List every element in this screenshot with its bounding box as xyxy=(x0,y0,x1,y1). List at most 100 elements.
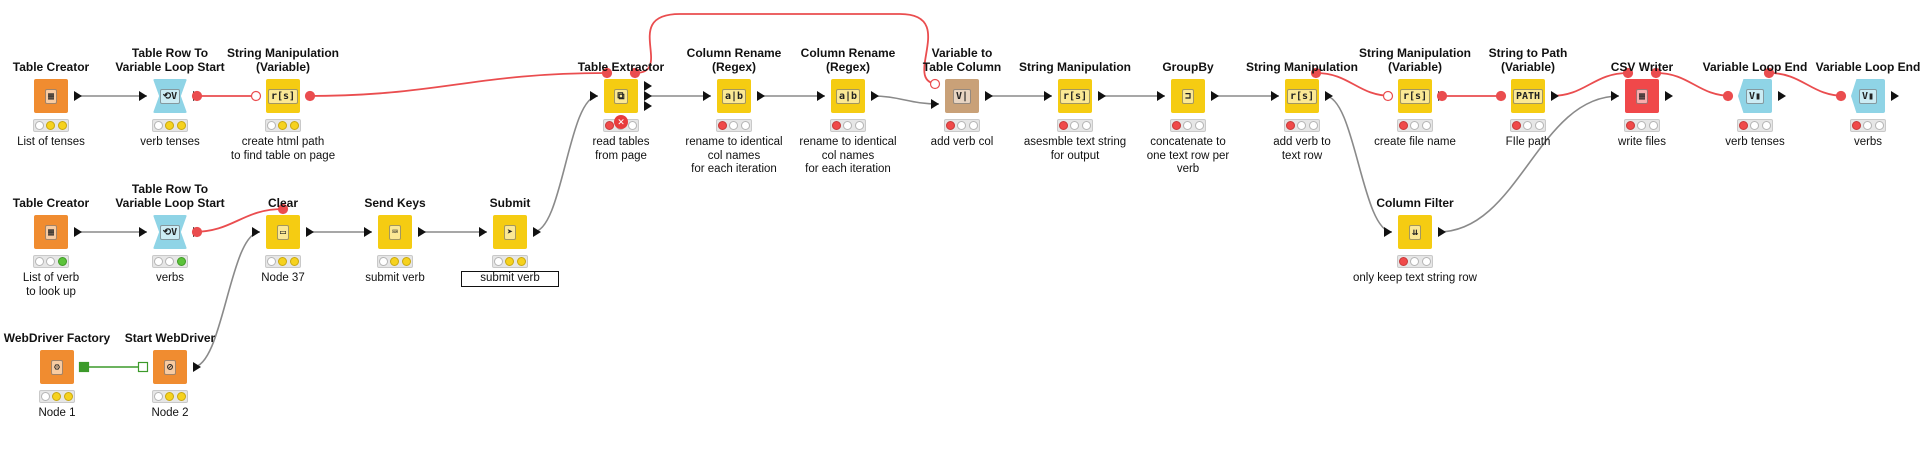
edge-loop2-clear[interactable] xyxy=(192,208,284,233)
var-out-port-loop2[interactable] xyxy=(191,226,203,238)
start-webdriver-icon[interactable]: ⊘ xyxy=(153,350,187,384)
node-submit[interactable]: Submit➤submit verb xyxy=(435,196,585,287)
node-annotation[interactable]: add verb col xyxy=(930,136,994,148)
node-annotation[interactable]: Node 2 xyxy=(151,407,189,419)
node-tex[interactable]: Table Extractor⧉✕read tables from page xyxy=(546,60,696,163)
edge-cf-csv[interactable] xyxy=(1437,95,1620,233)
out-port-submit[interactable] xyxy=(533,227,541,237)
in-port-csv[interactable] xyxy=(1611,91,1619,101)
var-in-port-s2p[interactable] xyxy=(1495,90,1507,102)
var-out-port-sm2[interactable] xyxy=(1310,67,1322,79)
out-port-tex-2[interactable] xyxy=(644,101,652,111)
var-out-port-smv2[interactable] xyxy=(1436,90,1448,102)
edge-csv-vle1[interactable] xyxy=(1655,72,1733,97)
node-annotation[interactable]: asesmble text string for output xyxy=(1023,136,1127,162)
column-filter-icon[interactable]: ⇊ xyxy=(1398,215,1432,249)
node-annotation[interactable]: write files xyxy=(1618,136,1666,148)
out-port-tex-0[interactable] xyxy=(644,81,652,91)
submit-icon[interactable]: ➤ xyxy=(493,215,527,249)
node-smv2[interactable]: String Manipulation (Variable)r[s]create… xyxy=(1340,46,1490,150)
var-in-port-clear[interactable] xyxy=(277,203,289,215)
var-in-port-vle2[interactable] xyxy=(1835,90,1847,102)
table-creator-icon[interactable]: ▦ xyxy=(34,79,68,113)
in-port-gb[interactable] xyxy=(1157,91,1165,101)
in-port-clear[interactable] xyxy=(252,227,260,237)
in-port-cr1[interactable] xyxy=(703,91,711,101)
node-annotation[interactable]: rename to identical col names for each i… xyxy=(799,136,897,175)
string-to-path-icon[interactable]: PATH xyxy=(1511,79,1545,113)
loop-start-icon[interactable]: ⟲V xyxy=(153,79,187,113)
edge-sm2-cf[interactable] xyxy=(1324,95,1393,233)
loop-start-icon[interactable]: ⟲V xyxy=(153,215,187,249)
out-port-sendkeys[interactable] xyxy=(418,227,426,237)
edge-smv1-tex[interactable] xyxy=(305,72,608,97)
node-swd[interactable]: Start WebDriver⊘Node 2 xyxy=(95,331,245,421)
var-in-port-smv1[interactable] xyxy=(250,90,262,102)
string-manipulation-variable-icon[interactable]: r[s] xyxy=(266,79,300,113)
node-annotation[interactable]: concatenate to one text row per verb xyxy=(1146,136,1230,175)
out-port-vle1[interactable] xyxy=(1778,91,1786,101)
column-rename-icon[interactable]: a|b xyxy=(717,79,751,113)
csv-writer-icon[interactable]: ▦ xyxy=(1625,79,1659,113)
var-out-port-smv1[interactable] xyxy=(304,90,316,102)
out-port-tc2[interactable] xyxy=(74,227,82,237)
node-annotation[interactable]: verb tenses xyxy=(1725,136,1785,148)
out-port-clear[interactable] xyxy=(306,227,314,237)
loop-end-icon[interactable]: V▮ xyxy=(1738,79,1772,113)
node-annotation[interactable]: List of verb to look up xyxy=(22,272,80,298)
var-out-port-vle1[interactable] xyxy=(1763,67,1775,79)
edge-vle1-vle2[interactable] xyxy=(1768,72,1846,97)
node-annotation[interactable]: submit verb xyxy=(365,272,425,284)
in-port-sendkeys[interactable] xyxy=(364,227,372,237)
var-in-port-v2tc[interactable] xyxy=(929,78,941,90)
in-port-cf[interactable] xyxy=(1384,227,1392,237)
table-creator-icon[interactable]: ▦ xyxy=(34,215,68,249)
out-port-sm1[interactable] xyxy=(1098,91,1106,101)
var-out-port-tex[interactable] xyxy=(629,67,641,79)
edge-submit-tex[interactable] xyxy=(532,95,599,233)
node-annotation[interactable]: rename to identical col names for each i… xyxy=(685,136,783,175)
webdriver-out-port-wdf[interactable] xyxy=(78,361,90,373)
var-in-port-tex[interactable] xyxy=(601,67,613,79)
node-annotation[interactable]: List of tenses xyxy=(17,136,85,148)
node-csv[interactable]: CSV Writer▦write files xyxy=(1567,60,1717,150)
node-annotation[interactable]: verbs xyxy=(1853,136,1883,148)
node-cf[interactable]: Column Filter⇊only keep text string row xyxy=(1340,196,1490,286)
node-tc1[interactable]: Table Creator▦List of tenses xyxy=(0,60,126,150)
out-port-cf[interactable] xyxy=(1438,227,1446,237)
webdriver-in-port-swd[interactable] xyxy=(137,361,149,373)
out-port-cr2[interactable] xyxy=(871,91,879,101)
in-port-cr2[interactable] xyxy=(817,91,825,101)
node-annotation[interactable]: create html path to find table on page xyxy=(230,136,336,162)
in-port-sm1[interactable] xyxy=(1044,91,1052,101)
node-annotation[interactable]: verbs xyxy=(155,272,185,284)
edge-swd-clear[interactable] xyxy=(192,231,261,368)
edge-s2p-csv[interactable] xyxy=(1550,72,1629,97)
in-port-submit[interactable] xyxy=(479,227,487,237)
out-port-tc1[interactable] xyxy=(74,91,82,101)
node-annotation[interactable]: only keep text string row xyxy=(1352,272,1477,284)
send-keys-icon[interactable]: ⌨ xyxy=(378,215,412,249)
in-port-v2tc[interactable] xyxy=(931,99,939,109)
node-annotation[interactable]: FIle path xyxy=(1505,136,1551,148)
out-port-tex-1[interactable] xyxy=(644,91,652,101)
in-port-sm2[interactable] xyxy=(1271,91,1279,101)
node-sendkeys[interactable]: Send Keys⌨submit verb xyxy=(320,196,470,286)
node-wdf[interactable]: WebDriver Factory⚙Node 1 xyxy=(0,331,132,421)
loop-end-icon[interactable]: V▮ xyxy=(1851,79,1885,113)
out-port-gb[interactable] xyxy=(1211,91,1219,101)
node-annotation[interactable]: Node 1 xyxy=(38,407,76,419)
in-port-tex[interactable] xyxy=(590,91,598,101)
groupby-icon[interactable]: ⊐ xyxy=(1171,79,1205,113)
var-out-port-loop1[interactable] xyxy=(191,90,203,102)
var-out-port-csv[interactable] xyxy=(1650,67,1662,79)
